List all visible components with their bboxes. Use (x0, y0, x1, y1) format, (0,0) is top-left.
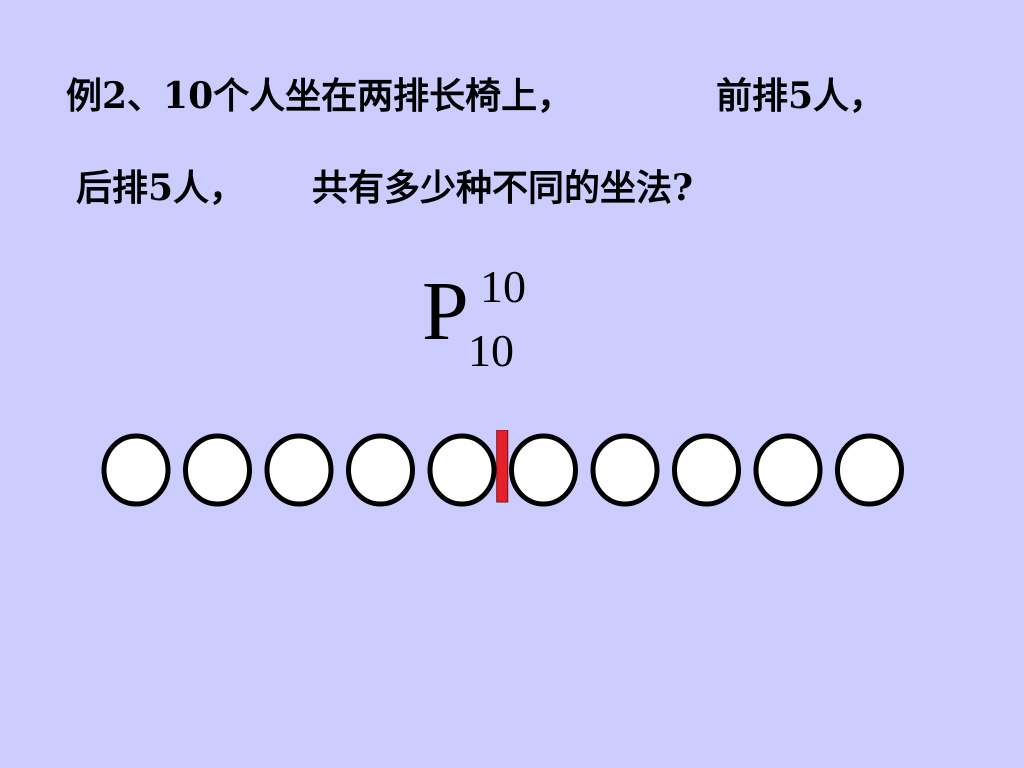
seat-diagram (100, 430, 920, 520)
seat-circle (509, 433, 578, 507)
problem-text-part3: 后排5人， (76, 167, 246, 209)
seat-circle (264, 433, 334, 507)
seat-circle (427, 433, 497, 507)
row-divider (496, 430, 509, 503)
seat-circle (835, 433, 904, 507)
seat-circle (346, 433, 415, 507)
seat-diagram-svg (101, 430, 904, 507)
seat-circle (753, 433, 823, 507)
formula-subscript: 10 (468, 325, 514, 376)
seat-circle (101, 433, 171, 507)
permutation-formula: P 10 10 (420, 262, 540, 382)
formula-superscript: 10 (480, 261, 526, 312)
problem-text-part4: 共有多少种不同的坐法? (312, 167, 694, 209)
problem-text-part1: 例2、10个人坐在两排长椅上， (66, 75, 574, 117)
seat-circle (183, 433, 252, 507)
formula-symbol: P (422, 265, 469, 358)
seat-circle (672, 433, 741, 507)
problem-text-part2: 前排5人， (716, 75, 886, 117)
seat-circle (590, 433, 660, 507)
